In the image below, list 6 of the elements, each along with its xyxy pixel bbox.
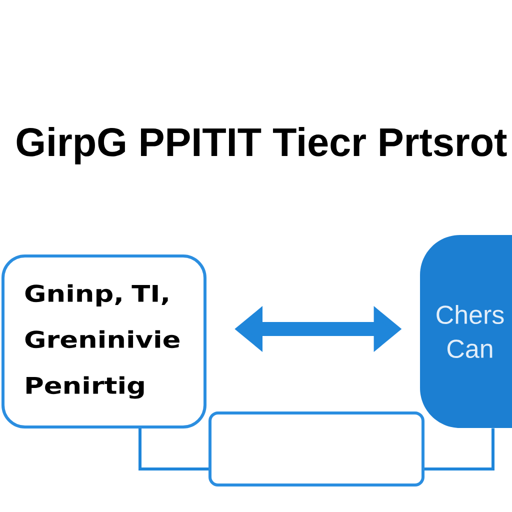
title: GirpG PPITIT Tiecr Prtsrot [16,127,507,164]
connector-line [138,428,208,470]
empty-box [208,412,424,486]
connector-line [424,428,494,470]
text-box: Gninp, TI, Greninivie Penirtig [2,254,206,428]
rounded-box: Chers Can [420,235,512,428]
